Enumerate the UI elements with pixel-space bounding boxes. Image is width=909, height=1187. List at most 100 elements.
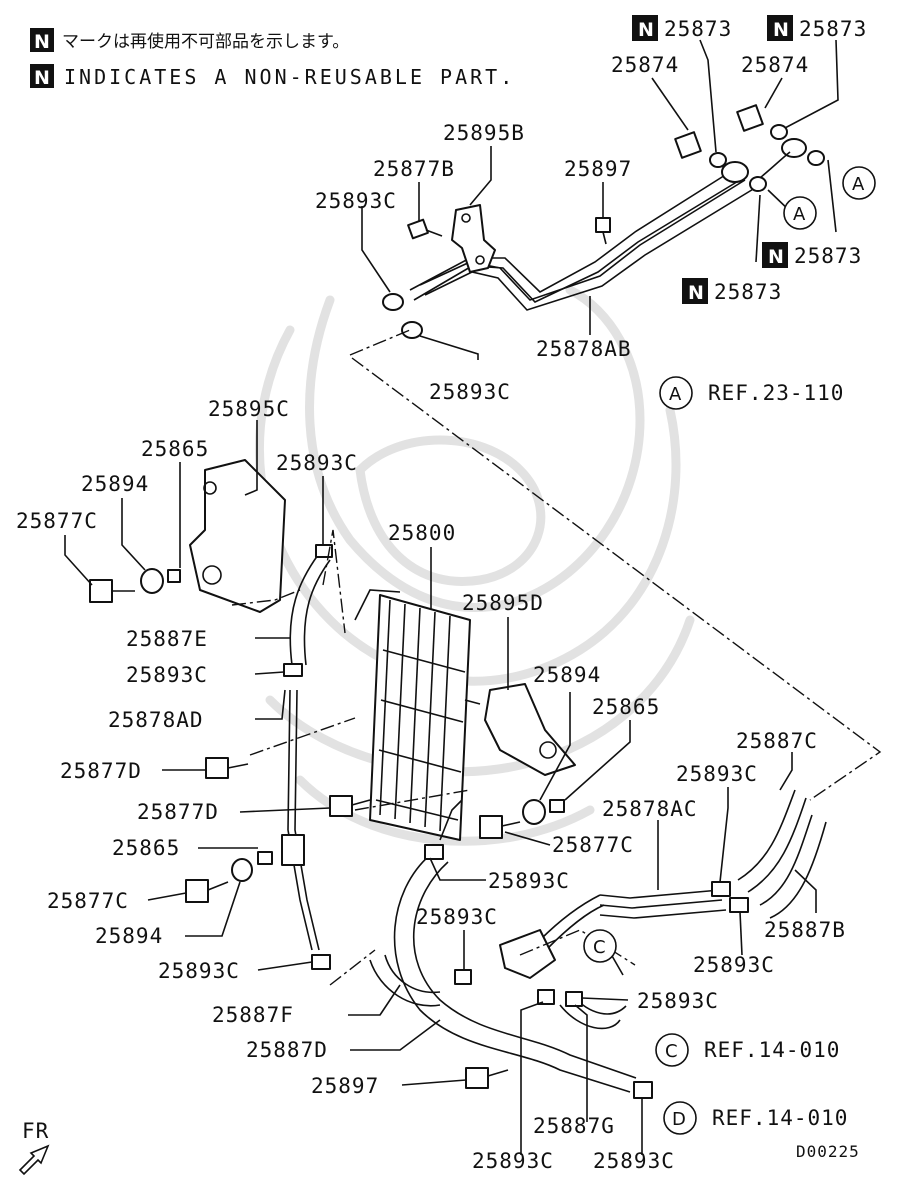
svg-text:REF.23-110: REF.23-110	[708, 381, 844, 405]
hose-25887g	[559, 1004, 621, 1030]
part-label: 25873	[664, 17, 732, 41]
gasket-25873-a	[709, 152, 727, 168]
bolt-25877d-b	[329, 795, 353, 817]
hose-clamp-mid-a	[454, 969, 472, 985]
bracket-25895c	[189, 459, 286, 613]
part-label: 25897	[311, 1074, 379, 1098]
non-reusable-badge-icon	[767, 15, 793, 41]
part-label: 25877C	[552, 833, 634, 857]
marker-a-lower	[783, 196, 817, 230]
hose-clamp-top-left	[382, 293, 404, 311]
part-number-labels: 25873 25873 25874 25874 25895B 25877B 25…	[16, 17, 867, 1173]
part-label: 25873	[799, 17, 867, 41]
svg-text:C: C	[665, 1041, 678, 1062]
part-label: 25893C	[276, 451, 358, 475]
hose-clamp-left-bottom	[311, 954, 331, 970]
gasket-25873-c	[749, 176, 767, 192]
hose-clamp-bottom-right	[633, 1081, 653, 1099]
svg-text:N: N	[34, 67, 50, 89]
svg-text:INDICATES A NON-REUSABLE PART.: INDICATES A NON-REUSABLE PART.	[64, 65, 515, 89]
washer-25894-c	[231, 858, 253, 882]
svg-text:N: N	[34, 31, 50, 53]
svg-text:D: D	[672, 1109, 686, 1130]
hose-25887b	[759, 814, 813, 906]
upper-oil-line-assembly	[382, 104, 825, 339]
non-reusable-badge-icon	[682, 278, 708, 304]
bolt-25877c-b	[479, 815, 503, 839]
part-label: 25877C	[16, 509, 98, 533]
part-label: 25874	[741, 53, 809, 77]
gasket-25873-b	[770, 124, 788, 140]
non-reusable-badges: N N N N	[632, 15, 793, 304]
hose-clamp-top-lower	[401, 321, 423, 339]
part-label: 25878AC	[602, 797, 698, 821]
part-label: 25873	[794, 244, 862, 268]
part-label: 25895B	[443, 121, 525, 145]
reference-d: D REF.14-010	[663, 1101, 848, 1135]
bolt-25877b	[407, 218, 429, 240]
hose-25887e	[289, 554, 319, 666]
part-label: 25894	[95, 924, 163, 948]
reference-markers: A A C	[583, 166, 876, 963]
part-label: 25865	[141, 437, 209, 461]
banjo-fitting-b	[781, 138, 807, 158]
document-code: D00225	[796, 1142, 860, 1161]
hose-clamp-right-lower	[729, 897, 749, 913]
part-label: 25893C	[472, 1149, 554, 1173]
part-label: 25893C	[429, 380, 511, 404]
svg-text:N: N	[638, 19, 654, 41]
bolt-25877d-a	[205, 757, 229, 779]
bolt-25897-bottom	[465, 1067, 489, 1089]
hose-clamp-cooler-outlet	[424, 844, 444, 860]
svg-text:C: C	[593, 937, 606, 958]
oil-line-25878ac	[599, 889, 721, 899]
svg-text:N: N	[773, 19, 789, 41]
svg-text:REF.14-010: REF.14-010	[712, 1106, 848, 1130]
mounting-hardware	[89, 568, 565, 1089]
collar-25865-a	[167, 569, 181, 583]
part-label: 25895D	[462, 591, 544, 615]
hose-25887c	[737, 789, 796, 881]
part-label: 25874	[611, 53, 679, 77]
leader-lines	[64, 39, 839, 1155]
hose-clamp-mid-c	[565, 991, 583, 1007]
hose-25887f	[369, 959, 441, 1007]
part-label: 25887B	[764, 918, 846, 942]
part-label: 25887F	[212, 1003, 294, 1027]
part-label: 25894	[81, 472, 149, 496]
part-label: 25887G	[533, 1114, 615, 1138]
collar-25865-b	[549, 799, 565, 813]
oil-cooler-core	[354, 589, 481, 841]
hose-clamp-25887e-lower	[283, 663, 303, 677]
hose-clamp-right-upper	[711, 881, 731, 897]
marker-a-upper	[842, 166, 876, 200]
part-label: 25893C	[676, 762, 758, 786]
line-junction-bracket	[499, 929, 556, 979]
svg-text:A: A	[669, 384, 682, 405]
part-label: 25877C	[47, 889, 129, 913]
part-label: 25893C	[637, 989, 719, 1013]
part-label: 25873	[714, 280, 782, 304]
part-label: 25865	[112, 836, 180, 860]
part-label: 25878AD	[108, 708, 204, 732]
part-label: 25877D	[137, 800, 219, 824]
non-reusable-note-jp: N マークは再使用不可部品を示します。	[30, 28, 349, 53]
part-label: 25887D	[246, 1038, 328, 1062]
washer-25894-b	[522, 799, 546, 825]
reference-c: C REF.14-010	[655, 1033, 839, 1067]
washer-25894-a	[140, 568, 164, 594]
part-label: 25893C	[488, 869, 570, 893]
part-label: 25895C	[208, 397, 290, 421]
bolt-25877c-a	[89, 579, 113, 603]
front-arrow-icon	[18, 1144, 50, 1176]
part-label: 25893C	[126, 663, 208, 687]
part-label: 25877D	[60, 759, 142, 783]
non-reusable-note-en: N INDICATES A NON-REUSABLE PART.	[30, 64, 515, 89]
part-label: 25893C	[593, 1149, 675, 1173]
svg-text:N: N	[688, 282, 704, 304]
marker-c	[583, 929, 617, 963]
collar-25865-c	[257, 851, 273, 865]
bracket-25895d	[484, 683, 576, 776]
part-label: 25887C	[736, 729, 818, 753]
part-label: 25878AB	[536, 337, 632, 361]
